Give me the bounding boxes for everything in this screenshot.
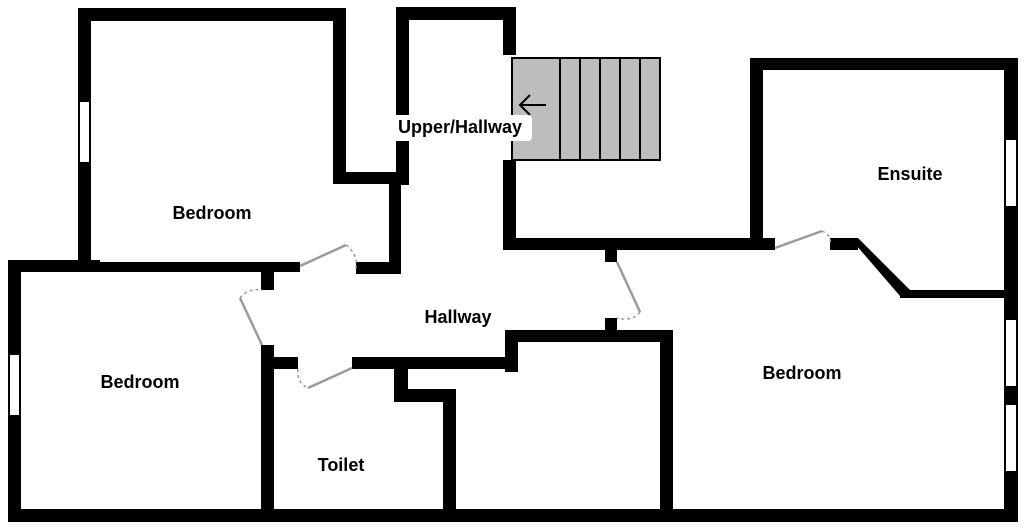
door-bedroom-left bbox=[238, 288, 264, 346]
window-bedroom-right-1 bbox=[1006, 320, 1016, 386]
toilet-walls bbox=[394, 367, 456, 517]
window-bedroom-right-2 bbox=[1006, 405, 1016, 471]
door-toilet bbox=[296, 366, 353, 390]
ensuite-walls bbox=[750, 58, 1018, 522]
bedroom-top-left-walls bbox=[78, 8, 401, 274]
staircase bbox=[511, 57, 661, 161]
hallway-walls bbox=[88, 242, 670, 372]
upper-hallway-label: Upper/Hallway bbox=[398, 117, 522, 137]
toilet-label: Toilet bbox=[318, 455, 365, 475]
door-bedroom-top-left bbox=[299, 243, 358, 269]
bedroom-left-walls bbox=[8, 260, 1018, 522]
bedroom-right-label: Bedroom bbox=[762, 363, 841, 383]
window-bedroom-top-left bbox=[80, 102, 89, 162]
door-bedroom-right bbox=[615, 261, 642, 320]
window-bedroom-left bbox=[10, 355, 19, 415]
bedroom-top-left-label: Bedroom bbox=[172, 203, 251, 223]
window-ensuite bbox=[1006, 140, 1016, 206]
bedroom-right-walls bbox=[660, 320, 1016, 520]
ensuite-label: Ensuite bbox=[877, 164, 942, 184]
door-ensuite bbox=[774, 229, 832, 250]
bedroom-left-label: Bedroom bbox=[100, 372, 179, 392]
stair-direction-arrow-icon bbox=[518, 94, 546, 116]
hallway-label: Hallway bbox=[424, 307, 491, 327]
